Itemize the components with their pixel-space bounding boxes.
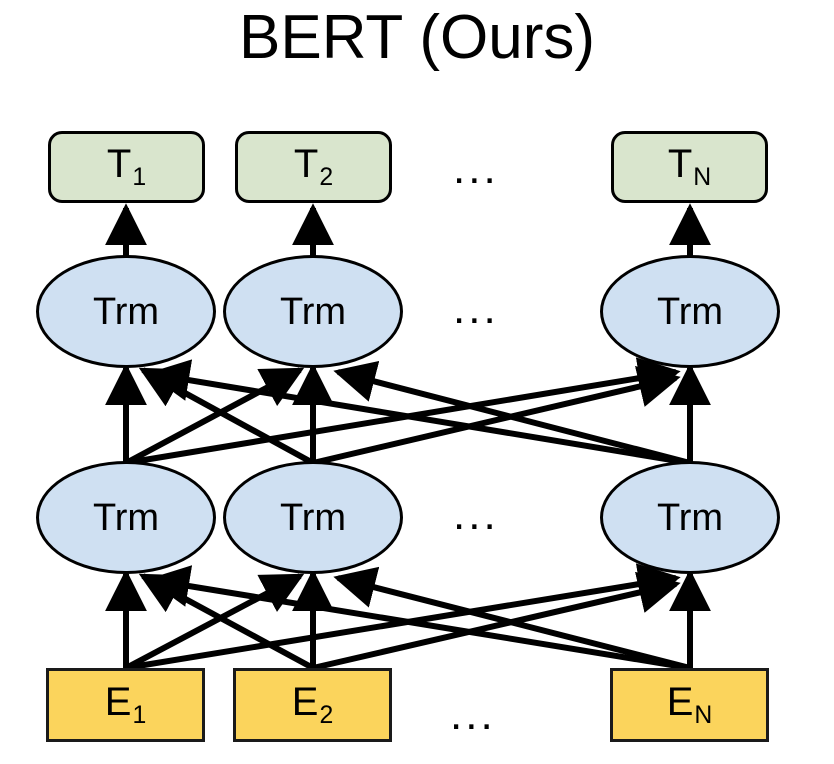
- edge-lower2-upper3: [312, 366, 681, 466]
- edge-lower1-upper3: [125, 357, 681, 466]
- transformer-upper-node-1[interactable]: Trm: [36, 255, 216, 368]
- transformer-upper-label-2: Trm: [279, 290, 347, 333]
- transformer-upper-node-2[interactable]: Trm: [223, 255, 403, 368]
- page-title: BERT (Ours): [239, 3, 595, 72]
- transformer-lower-node-2[interactable]: Trm: [223, 461, 403, 574]
- input-embedding-label-en: EN: [666, 679, 713, 729]
- input-embedding-box-en[interactable]: EN: [610, 668, 769, 742]
- edge-lower2-upper1: [138, 367, 315, 466]
- edge-e1-lower2: [124, 573, 305, 671]
- output-token-label-t1: T1: [106, 141, 147, 191]
- input-embedding-label-e2: E2: [291, 679, 334, 729]
- transformer-upper-label-3: Trm: [656, 290, 724, 333]
- input-embedding-box-e2[interactable]: E2: [233, 668, 392, 742]
- output-token-label-tn: TN: [667, 141, 712, 191]
- edge-en-lower1: [147, 565, 691, 671]
- transformer-lower-node-3[interactable]: Trm: [600, 461, 780, 574]
- output-token-box-t1[interactable]: T1: [48, 131, 205, 203]
- input-embedding-label-e1: E1: [104, 679, 147, 729]
- transformer-lower-label-3: Trm: [656, 496, 724, 539]
- edge-lower3-upper1: [147, 359, 691, 466]
- transformer-upper-label-1: Trm: [92, 290, 160, 333]
- input-embedding-ellipsis: ...: [450, 690, 496, 739]
- input-embedding-box-e1[interactable]: E1: [46, 668, 205, 742]
- output-token-ellipsis: ...: [453, 144, 499, 193]
- edge-en-lower2: [333, 566, 691, 671]
- transformer-lower-ellipsis: ...: [453, 490, 499, 539]
- output-token-label-t2: T2: [293, 141, 334, 191]
- output-token-box-t2[interactable]: T2: [235, 131, 392, 203]
- edge-e2-lower3: [312, 571, 681, 671]
- edge-e1-lower3: [125, 563, 681, 671]
- transformer-lower-label-1: Trm: [92, 496, 160, 539]
- transformer-lower-label-2: Trm: [279, 496, 347, 539]
- transformer-upper-node-3[interactable]: Trm: [600, 255, 780, 368]
- transformer-upper-ellipsis: ...: [453, 284, 499, 333]
- edge-e2-lower1: [138, 573, 315, 671]
- edge-lower1-upper2: [124, 367, 305, 466]
- transformer-lower-node-1[interactable]: Trm: [36, 461, 216, 574]
- output-token-box-tn[interactable]: TN: [611, 131, 768, 203]
- edge-lower3-upper2: [333, 360, 691, 466]
